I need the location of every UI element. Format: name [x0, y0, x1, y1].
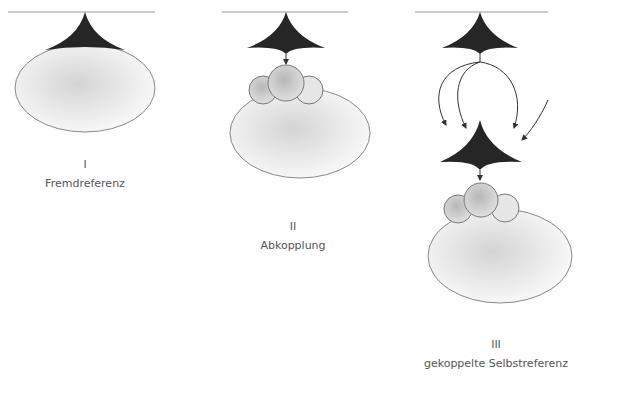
- panel-caption: gekoppelte Selbstreferenz: [424, 357, 568, 370]
- loop-line: [480, 62, 518, 128]
- black-cusp: [442, 12, 518, 54]
- system-ellipse: [230, 88, 370, 178]
- loop-line: [522, 100, 548, 140]
- horizon-line: [415, 12, 548, 13]
- black-cusp: [247, 12, 325, 54]
- panel-number: III: [491, 338, 501, 351]
- system-ellipse: [428, 209, 572, 303]
- loop-line: [480, 54, 481, 62]
- arrow-line: [480, 170, 481, 180]
- system-ellipse: [15, 44, 155, 132]
- panel-number: II: [290, 220, 297, 233]
- panel-number: I: [83, 158, 86, 171]
- panel-caption: Abkopplung: [260, 239, 325, 252]
- loop-line: [458, 62, 480, 128]
- black-cusp: [440, 120, 522, 170]
- horizon-line: [222, 12, 348, 13]
- small-circle: [464, 183, 498, 217]
- small-circle: [268, 65, 304, 101]
- panel-caption: Fremdreferenz: [45, 177, 125, 190]
- arrow-line: [286, 54, 287, 64]
- horizon-line: [8, 12, 155, 13]
- black-cusp: [45, 12, 125, 50]
- loop-line: [439, 62, 480, 125]
